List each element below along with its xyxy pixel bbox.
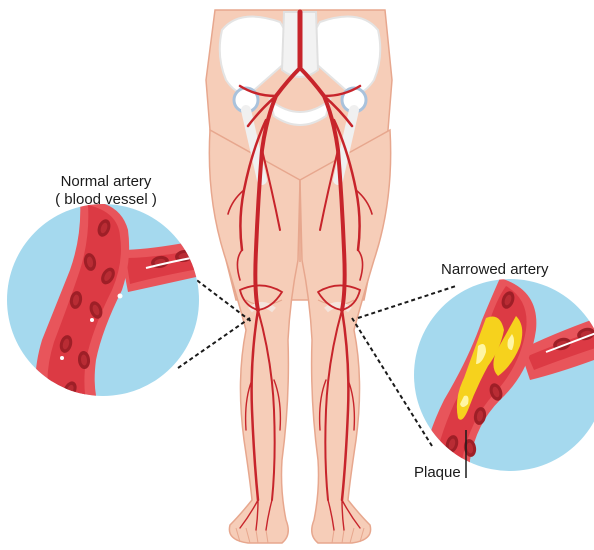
- normal-artery-subtitle: ( blood vessel ): [50, 191, 162, 209]
- plaque-label: Plaque: [414, 464, 461, 482]
- normal-artery-title: Normal artery: [50, 173, 162, 191]
- narrowed-artery-magnifier: [414, 278, 594, 480]
- narrowed-artery-label: Narrowed artery: [441, 261, 549, 279]
- normal-artery-magnifier: [7, 200, 205, 410]
- normal-artery-label: Normal artery ( blood vessel ): [50, 173, 162, 209]
